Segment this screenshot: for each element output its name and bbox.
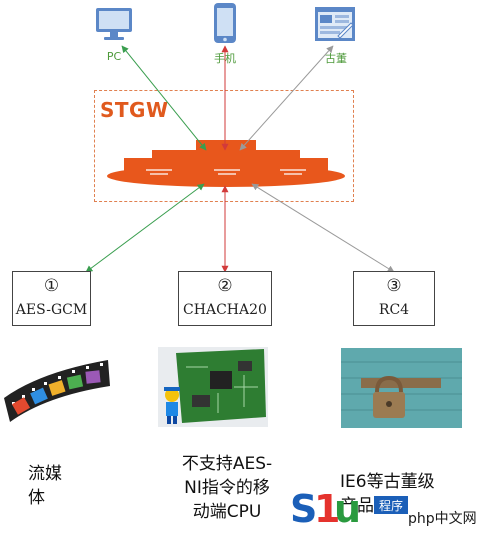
legacy-to-gateway-arrow (239, 45, 334, 151)
rc4-label: RC4 (378, 302, 410, 318)
svg-text:S: S (290, 487, 317, 530)
svg-text:程序: 程序 (379, 498, 403, 513)
circuit-board-image (158, 347, 268, 427)
watermark-text: php中文网 (408, 511, 477, 527)
gateway-to-aesgcm-arrow (85, 183, 205, 273)
pc-label: PC (106, 50, 122, 63)
chacha20-label: CHACHA20 (183, 302, 267, 318)
caption-streaming: 流媒 体 (28, 462, 98, 510)
pc-to-gateway-arrow (121, 45, 207, 151)
rusty-lock-image (341, 348, 462, 428)
caption-legacy-text: IE6等古董级 产品 (340, 472, 435, 516)
rc4-box: ③ RC4 (353, 271, 435, 326)
svg-text:u: u (334, 487, 361, 530)
watermark-logo: S 1 u 程序 (290, 487, 408, 530)
aes-gcm-box: ① AES-GCM (12, 271, 91, 326)
caption-streaming-text: 流媒 体 (28, 464, 62, 508)
aes-gcm-number: ① (43, 276, 60, 296)
caption-legacy: IE6等古董级 产品 (340, 470, 480, 518)
caption-mobile-cpu-text: 不支持AES- NI指令的移 动端CPU (181, 454, 273, 522)
legacy-window-icon (315, 7, 355, 41)
pc-monitor-icon (96, 8, 132, 40)
aes-gcm-label: AES-GCM (15, 302, 88, 318)
chacha20-number: ② (217, 276, 233, 296)
film-strip-image (0, 352, 112, 424)
svg-text:1: 1 (314, 487, 340, 530)
caption-mobile-cpu: 不支持AES- NI指令的移 动端CPU (168, 452, 286, 524)
gateway-platform-icon (107, 140, 345, 187)
mobile-phone-icon (214, 3, 236, 43)
chacha20-box: ② CHACHA20 (178, 271, 272, 326)
rc4-number: ③ (386, 276, 402, 296)
gateway-to-rc4-arrow (251, 183, 395, 273)
